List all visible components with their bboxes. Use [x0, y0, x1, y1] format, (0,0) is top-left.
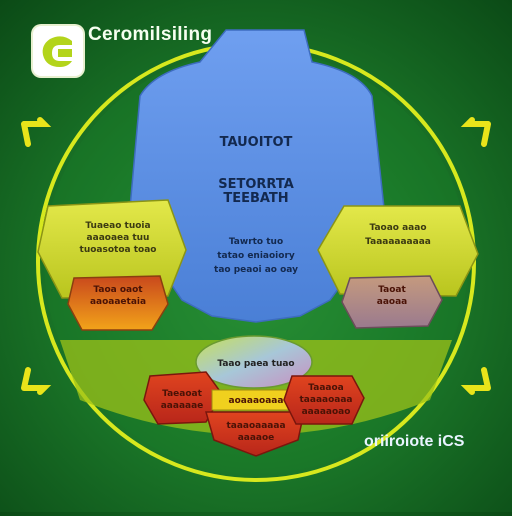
core-body-2: tatao eniaoiory	[217, 251, 295, 261]
leaf-logo-icon	[33, 26, 83, 76]
right-panel	[317, 205, 479, 297]
right-lower-line-2: aaoaa	[377, 297, 407, 307]
page-title: Ceromilsiling	[88, 24, 213, 45]
corner-arrow-icon	[21, 367, 52, 395]
core-heading: TAUOITOT	[220, 135, 293, 150]
core-body-1: Tawrto tuo	[229, 237, 283, 247]
left-panel-line-1: Tuaeao tuoia	[85, 221, 150, 231]
left-panel-line-2: aaaoaea tuu	[87, 233, 150, 243]
left-lower-line-1: Taoa oaot	[93, 285, 143, 295]
left-panel	[37, 199, 187, 299]
bottom-left-line-2: aaaaaae	[161, 401, 204, 411]
left-lower-line-2: aaoaaetaia	[90, 297, 146, 307]
bottom-left-segment	[143, 371, 223, 425]
bottom-center-line-2: taaaoaaaaa	[226, 421, 285, 431]
left-lower-panel	[67, 275, 169, 331]
core-subheading-2: TEEBATH	[223, 191, 288, 206]
left-panel-line-3: tuoasotoa toao	[80, 245, 157, 255]
hub-ellipse	[195, 335, 313, 389]
corner-arrow-icon	[460, 367, 491, 395]
bottom-center-line-1: aoaaaoaaa	[229, 396, 284, 406]
right-panel-line-2: Taaaaaaaaaa	[365, 237, 431, 247]
bottom-right-segment	[283, 375, 365, 425]
bottom-right-line-1: Taaaoa	[308, 383, 343, 393]
right-panel-line-1: Taoao aaao	[369, 223, 426, 233]
bottom-center-line-3: aaaaoe	[238, 433, 275, 443]
corner-arrow-icon	[21, 117, 52, 147]
bottom-left-line-1: Taeaoat	[162, 389, 202, 399]
bottom-right-line-3: aaaaaoao	[302, 407, 351, 417]
right-lower-panel	[341, 275, 443, 329]
corner-arrow-icon	[460, 117, 491, 147]
right-lower-line-1: Taoat	[378, 285, 406, 295]
core-subheading-1: SETORRTA	[218, 177, 294, 192]
footer-label: oriiroiote iCS	[364, 433, 465, 450]
bottom-center-segment	[205, 411, 305, 457]
core-body-3: tao peaoi ao oay	[214, 265, 298, 275]
hub-label: Taao paea tuao	[217, 359, 294, 369]
bottom-right-line-2: taaaaoaaa	[300, 395, 353, 405]
